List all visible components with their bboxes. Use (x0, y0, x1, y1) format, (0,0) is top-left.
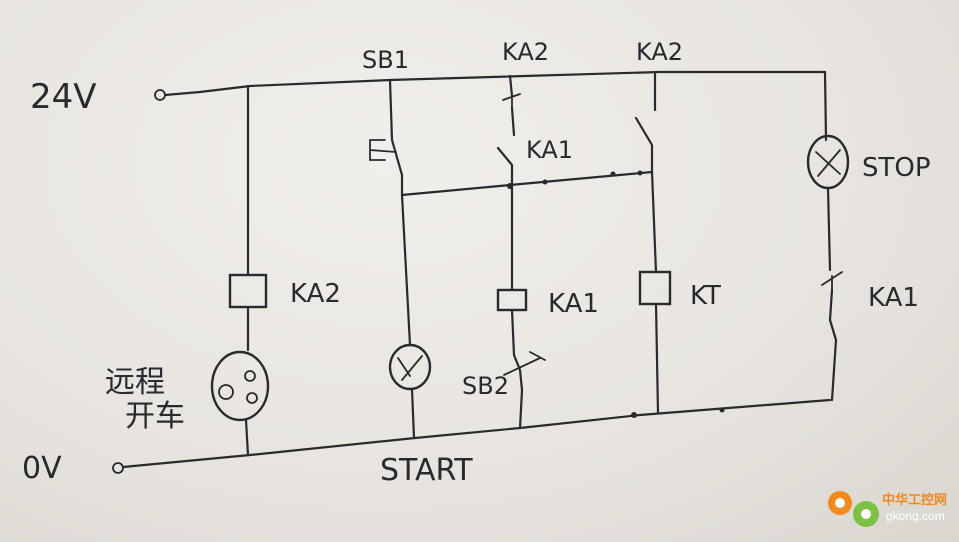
terminal-0v (112, 462, 124, 474)
wire (410, 387, 416, 440)
junction-dot (610, 171, 616, 177)
stop-lamp-cross-icon (815, 149, 841, 177)
junction-dot (719, 407, 725, 413)
branch-kt (634, 72, 672, 415)
wire (518, 388, 524, 430)
label-ka2-coil: KA2 (290, 279, 341, 309)
wire (510, 106, 516, 137)
kt-coil (638, 270, 672, 306)
branch-stop (806, 134, 850, 402)
start-lamp-cross-icon (397, 355, 423, 381)
branch-ka2-remote (210, 84, 270, 457)
bottom-rail (112, 398, 832, 474)
remote-start-contact-icon (244, 370, 256, 382)
branch-sb1-start (369, 78, 432, 440)
stop-branch-top (823, 70, 828, 142)
rail-24v-wire (163, 70, 827, 97)
junction-dot (631, 412, 637, 418)
wire (244, 418, 250, 457)
remote-start-contact-icon (218, 384, 234, 400)
wire (400, 193, 412, 347)
label-sb1: SB1 (362, 46, 409, 74)
label-sb2: SB2 (462, 372, 509, 400)
gear-orange-hole-icon (835, 498, 845, 508)
label-ka2-nc: KA2 (502, 38, 549, 66)
junction-dot (542, 179, 548, 185)
label-start: START (380, 453, 473, 488)
wire (650, 170, 658, 274)
wire (828, 288, 838, 402)
ka1-aux-contact-icon (821, 271, 843, 291)
wire (654, 302, 660, 415)
junction-dot (637, 170, 643, 176)
ka2-coil (228, 273, 268, 309)
wire (510, 308, 516, 357)
rail-0v-wire (121, 398, 832, 469)
label-remote-1: 远程 (105, 365, 165, 400)
label-kt: KT (690, 281, 721, 311)
ka1-coil (496, 288, 528, 312)
label-0v: 0V (22, 451, 62, 486)
gear-green-hole-icon (861, 509, 871, 519)
label-remote-2: 开车 (125, 399, 185, 434)
label-24v: 24V (30, 77, 97, 117)
label-stop: STOP (862, 153, 931, 183)
remote-start-switch-icon (210, 350, 270, 422)
label-ka1-coil: KA1 (548, 289, 599, 319)
ka1-contact-icon (496, 146, 514, 188)
wire (508, 74, 514, 98)
sb2-switch-icon (512, 353, 524, 392)
remote-start-contact-icon (246, 392, 258, 404)
sb2-pushbutton-icon (503, 351, 546, 376)
branch-ka1 (496, 74, 546, 430)
watermark-url: gkong.com (886, 509, 945, 523)
wire (388, 78, 394, 142)
label-ka1-contact: KA1 (526, 136, 573, 164)
terminal-24v (154, 89, 166, 101)
ka2-no-contact-icon (634, 116, 654, 174)
wire (826, 186, 832, 272)
sb1-pushbutton-icon (369, 139, 397, 161)
ka2-nc-contact-icon (502, 93, 521, 109)
sb1-switch-icon (390, 138, 404, 197)
watermark-logo (828, 491, 879, 527)
label-ka2-no: KA2 (636, 38, 683, 66)
top-rail (154, 70, 828, 142)
watermark-cn: 中华工控网 (882, 492, 947, 507)
label-ka1-aux: KA1 (868, 283, 919, 313)
start-lamp-icon (388, 343, 432, 391)
